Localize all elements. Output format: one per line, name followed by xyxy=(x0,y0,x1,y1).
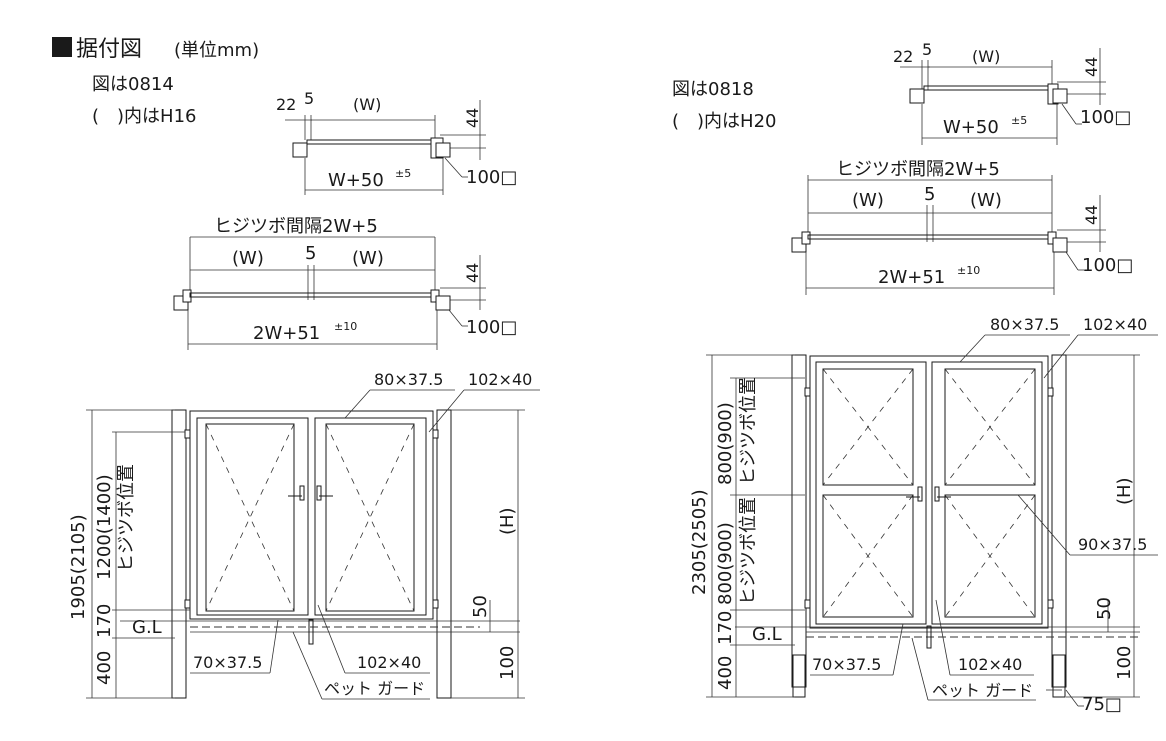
right-elev-upper-dim: 800(900) xyxy=(715,402,736,485)
left-elev-hinge-label: ヒジツボ位置 xyxy=(116,464,137,572)
right-single-dW: (W) xyxy=(972,47,1000,66)
right-elev-top-left: 80×37.5 xyxy=(990,315,1059,334)
left-double-plan: ヒジツボ間隔2W+5 (W) 5 (W) 44 2W+51 ±10 100□ xyxy=(173,216,517,350)
right-double-wl: (W) xyxy=(852,190,884,211)
left-single-tol: ±5 xyxy=(395,167,411,180)
right-single-plan: 22 5 (W) 44 W+50 ±5 100□ xyxy=(893,40,1131,145)
right-elev-d170: 170 xyxy=(715,611,736,645)
left-elev-top-right: 102×40 xyxy=(468,370,532,389)
left-double-width: 2W+51 xyxy=(253,323,320,344)
right-elev-pet: ペット ガード xyxy=(932,681,1033,700)
right-note-paren: ( )内はH20 xyxy=(672,111,776,132)
right-double-plan: ヒジツボ間隔2W+5 (W) 5 (W) 44 2W+51 ±10 100□ xyxy=(791,159,1133,295)
right-elev-total: 2305(2505) xyxy=(689,489,710,595)
left-single-width: W+50 xyxy=(328,170,384,191)
left-elev-d50: 50 xyxy=(470,595,491,618)
left-elev-gl: G.L xyxy=(132,617,162,638)
right-elev-gl: G.L xyxy=(752,624,782,645)
right-elev-bottom-post: 102×40 xyxy=(958,655,1022,674)
left-elev-bottom: 70×37.5 xyxy=(193,653,262,672)
left-double-wl: (W) xyxy=(232,248,264,269)
title-unit: (単位mm) xyxy=(174,40,259,61)
right-elev-lower-dim: 800(900) xyxy=(715,522,736,605)
left-elev-top-left: 80×37.5 xyxy=(374,370,443,389)
right-elev-d100: 100 xyxy=(1114,646,1135,680)
left-double-d5: 5 xyxy=(305,243,316,264)
left-double-tol: ±10 xyxy=(334,320,357,333)
left-elev-hinge-dim: 1200(1400) xyxy=(94,474,115,580)
right-elev-top-right: 102×40 xyxy=(1083,315,1147,334)
left-double-wr: (W) xyxy=(352,248,384,269)
title-main: 据付図 xyxy=(76,37,142,62)
right-double-width: 2W+51 xyxy=(878,267,945,288)
right-note-figure: 図は0818 xyxy=(672,79,754,100)
right-elev-h: (H) xyxy=(1114,477,1135,505)
right-double-post: 100□ xyxy=(1082,255,1133,276)
left-double-d44: 44 xyxy=(463,263,482,283)
left-single-plan: 22 5 (W) 44 W+50 ±5 100□ xyxy=(276,89,517,195)
right-elev-d400: 400 xyxy=(715,656,736,690)
left-double-post: 100□ xyxy=(466,317,517,338)
left-note-figure: 図は0814 xyxy=(92,74,174,95)
right-double-tol: ±10 xyxy=(957,264,980,277)
right-single-width: W+50 xyxy=(943,117,999,138)
left-elev-pet: ペット ガード xyxy=(324,679,425,698)
right-elev-mid: 90×37.5 xyxy=(1078,535,1147,554)
left-elevation: 1905(2105) 1200(1400) ヒジツボ位置 170 400 G.L… xyxy=(68,370,540,700)
right-double-d5: 5 xyxy=(924,184,935,205)
left-elev-total: 1905(2105) xyxy=(68,514,89,620)
right-elev-foot: 75□ xyxy=(1082,694,1122,715)
left-elev-d170: 170 xyxy=(94,604,115,638)
title-block: 据付図 (単位mm) xyxy=(52,37,259,62)
right-single-d5: 5 xyxy=(922,40,932,59)
right-double-d44: 44 xyxy=(1082,205,1101,225)
left-single-dW: (W) xyxy=(353,95,381,114)
left-double-hinge: ヒジツボ間隔2W+5 xyxy=(214,216,378,237)
title-square-icon xyxy=(52,37,72,57)
right-single-d44: 44 xyxy=(1082,57,1101,77)
right-elev-d50: 50 xyxy=(1094,597,1115,620)
left-single-d22: 22 xyxy=(276,95,296,114)
right-elev-upper-label: ヒジツボ位置 xyxy=(738,377,759,485)
left-elev-bottom-post: 102×40 xyxy=(357,653,421,672)
right-single-d22: 22 xyxy=(893,47,913,66)
left-single-d44: 44 xyxy=(463,108,482,128)
left-elev-h: (H) xyxy=(497,507,518,535)
right-double-hinge: ヒジツボ間隔2W+5 xyxy=(836,159,1000,180)
right-double-wr: (W) xyxy=(970,190,1002,211)
left-single-post: 100□ xyxy=(466,167,517,188)
right-single-post: 100□ xyxy=(1080,107,1131,128)
right-elev-bottom: 70×37.5 xyxy=(812,655,881,674)
left-note-paren: ( )内はH16 xyxy=(92,106,196,127)
right-single-tol: ±5 xyxy=(1011,114,1027,127)
left-single-d5: 5 xyxy=(304,89,314,108)
left-elev-d100: 100 xyxy=(497,646,518,680)
right-elev-lower-label: ヒジツボ位置 xyxy=(738,497,759,605)
left-elev-d400: 400 xyxy=(94,651,115,685)
right-elevation: 2305(2505) 800(900) ヒジツボ位置 800(900) ヒジツボ… xyxy=(689,315,1158,715)
